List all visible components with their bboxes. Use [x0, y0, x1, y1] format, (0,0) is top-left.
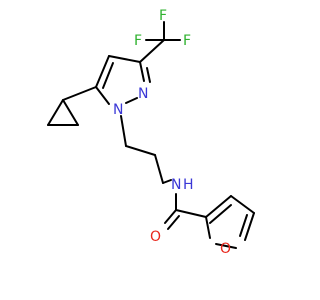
- molecule-structure: F F F N N N H O O: [47, 8, 255, 257]
- pyrazole-nitrogen-1-label: N: [113, 102, 123, 118]
- pyrazole-nitrogen-2-label: N: [138, 86, 148, 102]
- cyclopropyl-ring: [47, 99, 79, 126]
- trifluoromethyl-group: [139, 21, 181, 63]
- amide-group: [164, 193, 207, 230]
- fluorine-top-label: F: [159, 8, 167, 24]
- amide-hydrogen-label: H: [183, 177, 194, 193]
- furan-oxygen-label: O: [220, 241, 231, 257]
- carbonyl-oxygen-label: O: [150, 229, 161, 245]
- propyl-chain: [120, 115, 172, 184]
- molecule-diagram: F F F N N N H O O: [47, 8, 255, 257]
- fluorine-right-label: F: [183, 33, 191, 49]
- bond-cyclopropyl-pyrazole: [62, 86, 97, 101]
- furan-ring: [205, 195, 255, 249]
- pyrazole-ring: [95, 55, 151, 105]
- fluorine-left-label: F: [134, 33, 142, 49]
- amide-nitrogen-label: N: [171, 177, 181, 193]
